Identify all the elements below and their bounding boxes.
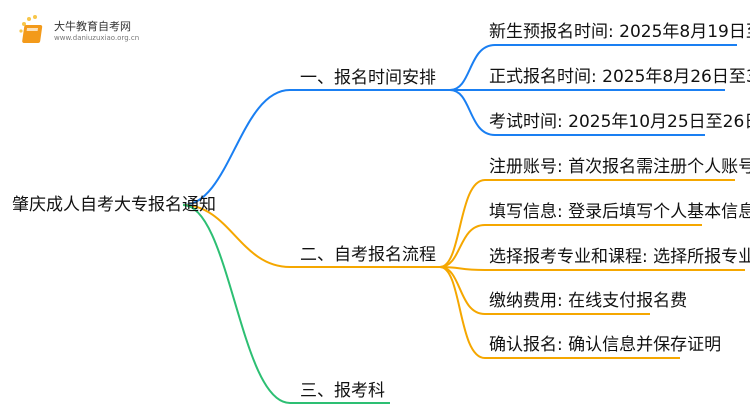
leaf-topic: 注册账号: 首次报名需注册个人账号 [489, 157, 750, 177]
branch-line [182, 204, 390, 404]
logo-name: 大牛教育自考网 [54, 20, 131, 33]
branch-line [182, 204, 440, 268]
leaf-line [449, 89, 705, 136]
leaf-line [439, 266, 650, 315]
root-topic: 肇庆成人自考大专报名通知 [12, 195, 216, 215]
leaf-topic: 确认报名: 确认信息并保存证明 [489, 335, 722, 355]
leaf-topic: 考试时间: 2025年10月25日至26日 [489, 112, 750, 132]
branch-topic: 一、报名时间安排 [300, 68, 436, 88]
leaf-topic: 新生预报名时间: 2025年8月19日至22日 [489, 22, 750, 42]
branch-topic: 二、自考报名流程 [300, 245, 436, 265]
leaf-line [439, 266, 745, 271]
leaf-topic: 填写信息: 登录后填写个人基本信息 [489, 202, 750, 222]
leaf-topic: 选择报考专业和课程: 选择所报专业及科目 [489, 247, 750, 267]
branch-topic: 三、报考科 [300, 381, 385, 401]
book-logo-icon [19, 15, 43, 43]
leaf-line [449, 44, 737, 91]
branch-line [182, 89, 450, 206]
leaf-topic: 缴纳费用: 在线支付报名费 [489, 291, 688, 311]
leaf-line [439, 179, 735, 268]
leaf-line [439, 266, 680, 359]
leaf-topic: 正式报名时间: 2025年8月26日至30日 [489, 67, 750, 87]
leaf-line [439, 224, 702, 268]
logo-url: www.daniuzuxiao.org.cn [54, 34, 140, 42]
